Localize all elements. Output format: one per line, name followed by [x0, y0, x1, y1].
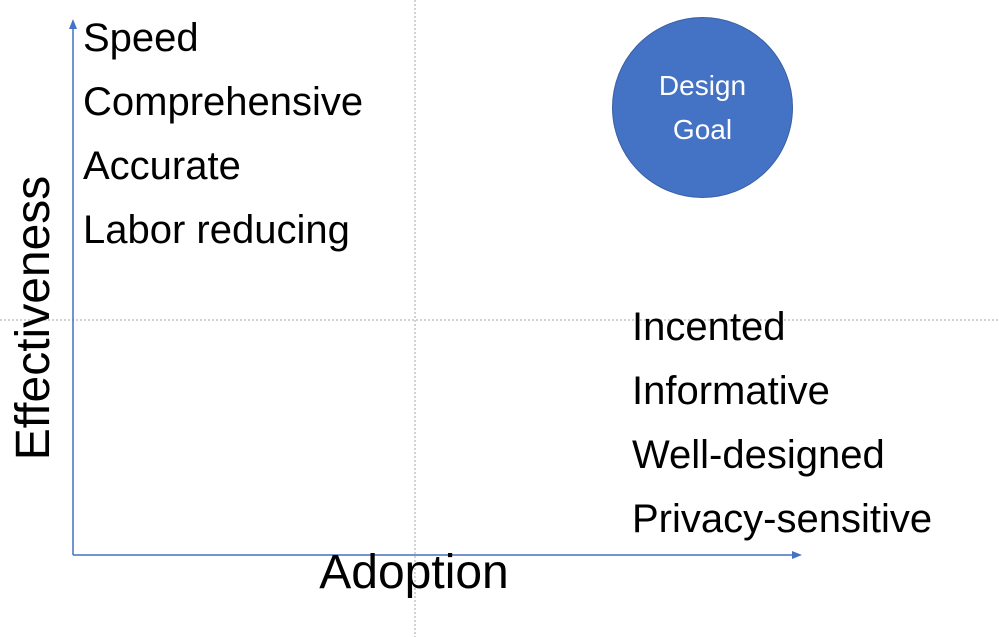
arrow-up-icon: [69, 19, 77, 29]
design-goal-label-line2: Goal: [672, 113, 733, 145]
list-item: Informative: [632, 369, 830, 413]
list-item: Incented: [632, 305, 786, 349]
list-item: Accurate: [83, 144, 241, 188]
arrow-right-icon: [792, 551, 802, 559]
list-item: Comprehensive: [83, 80, 364, 124]
x-axis-label: Adoption: [319, 546, 509, 599]
adoption-attributes-list: Incented Informative Well-designed Priva…: [632, 295, 932, 551]
list-item: Labor reducing: [83, 208, 350, 252]
list-item: Well-designed: [632, 433, 885, 477]
list-item: Speed: [83, 16, 199, 60]
design-goal-circle: Design Goal: [612, 17, 793, 198]
list-item: Privacy-sensitive: [632, 497, 933, 541]
y-axis-label: Effectiveness: [7, 175, 60, 461]
design-goal-label-line1: Design: [658, 69, 747, 101]
effectiveness-attributes-list: Speed Comprehensive Accurate Labor reduc…: [83, 6, 363, 262]
